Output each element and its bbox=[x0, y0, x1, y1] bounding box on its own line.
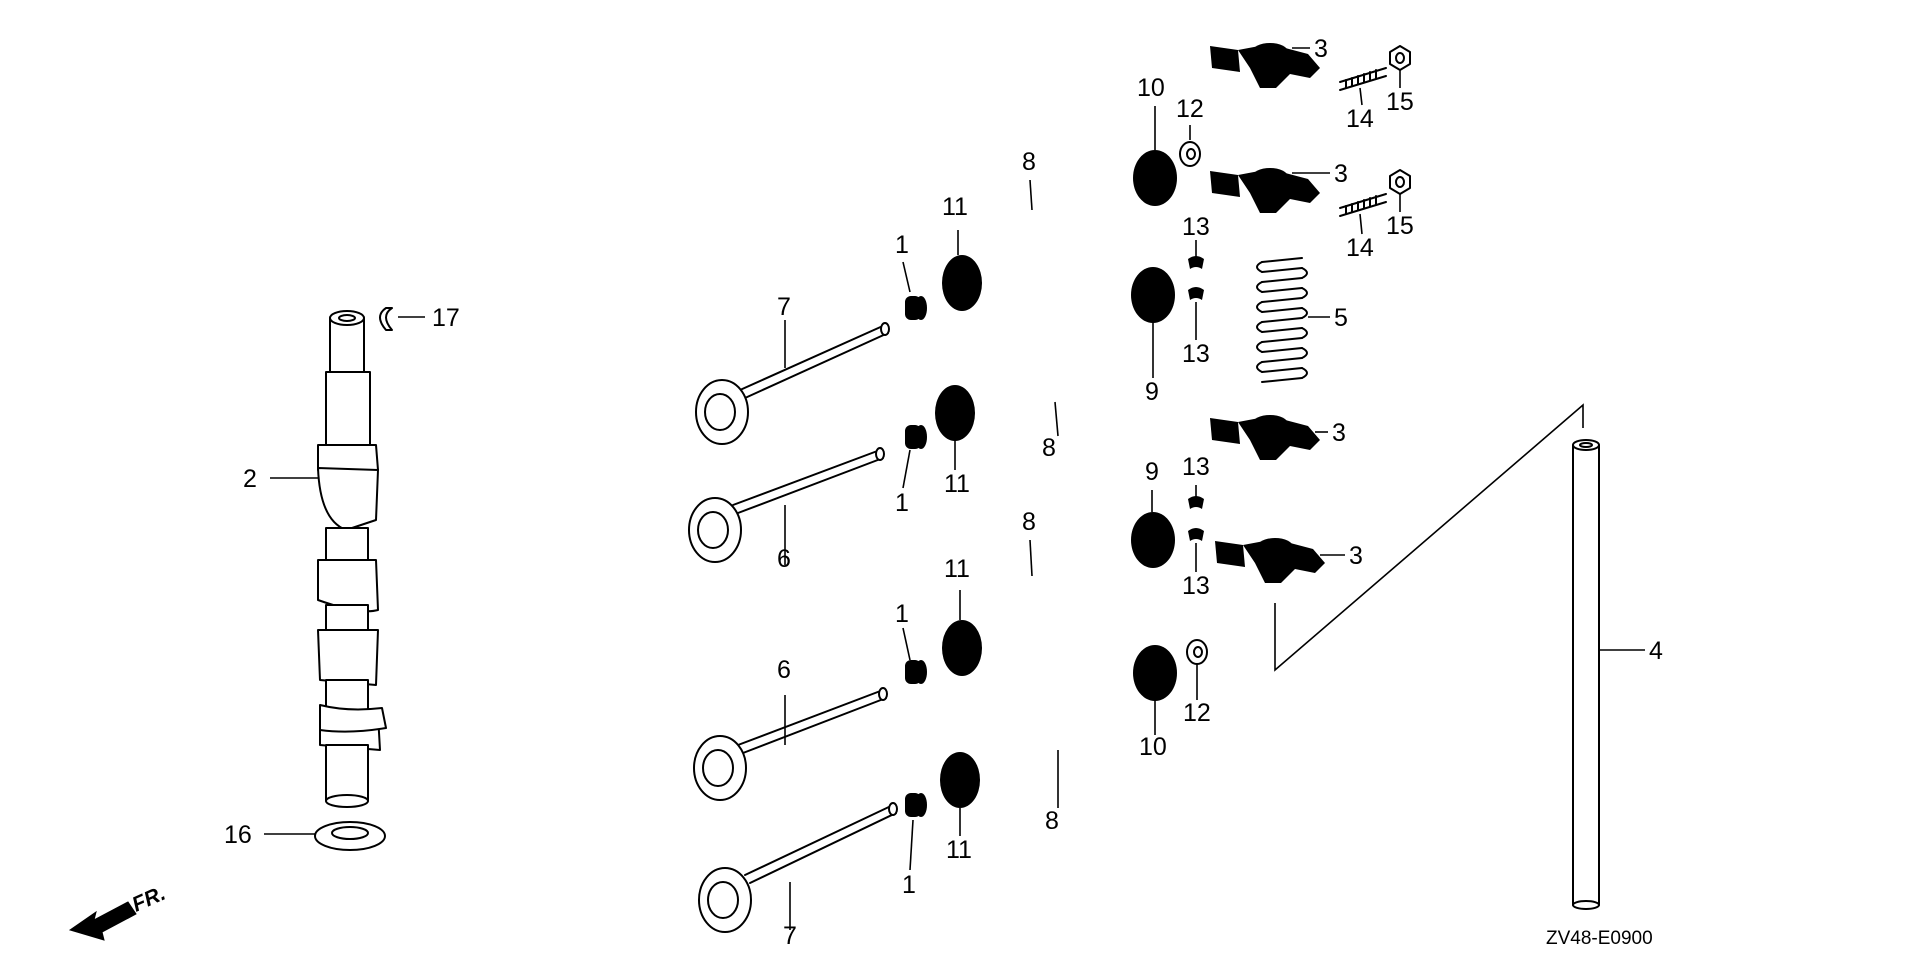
valve-intake-top bbox=[695, 322, 890, 445]
valve-exhaust-upper bbox=[688, 447, 885, 563]
valve-stem-seal-1 bbox=[905, 296, 927, 320]
callout-13: 13 bbox=[1182, 572, 1210, 600]
callout-15: 15 bbox=[1386, 88, 1414, 116]
callout-11: 11 bbox=[942, 193, 968, 221]
return-spring bbox=[1256, 257, 1308, 383]
lock-nut-top bbox=[1389, 45, 1411, 71]
callout-9: 9 bbox=[1145, 378, 1159, 406]
callout-2: 2 bbox=[243, 465, 257, 493]
callout-8: 8 bbox=[1022, 148, 1036, 176]
woodruff-key bbox=[379, 307, 393, 331]
valve-spring-1 bbox=[995, 201, 1147, 283]
valve-exhaust-lower bbox=[693, 687, 888, 801]
thrust-washer bbox=[314, 821, 386, 851]
rocker-arm-1 bbox=[1210, 43, 1320, 88]
spring-seat-washer-4 bbox=[940, 752, 980, 808]
callout-3: 3 bbox=[1332, 419, 1346, 447]
spring-retainer-9-top bbox=[1131, 267, 1175, 323]
callout-8: 8 bbox=[1045, 807, 1059, 835]
callout-13: 13 bbox=[1182, 340, 1210, 368]
valve-spring-4 bbox=[995, 693, 1147, 775]
callout-15: 15 bbox=[1386, 212, 1414, 240]
push-rod bbox=[1572, 439, 1600, 910]
spring-seat-washer-1 bbox=[942, 255, 982, 311]
leader-lines bbox=[264, 47, 1645, 930]
front-arrow-icon bbox=[68, 901, 137, 941]
callout-12: 12 bbox=[1176, 95, 1204, 123]
callout-11: 11 bbox=[944, 555, 970, 583]
rocker-arm-2 bbox=[1210, 168, 1320, 213]
callout-labels: 1 1 1 1 2 3 3 3 3 4 5 6 6 7 7 8 8 8 8 9 … bbox=[224, 35, 1663, 950]
callout-9: 9 bbox=[1145, 458, 1159, 486]
drawing-code: ZV48-E0900 bbox=[1546, 928, 1653, 949]
callout-7: 7 bbox=[783, 922, 797, 950]
callout-6: 6 bbox=[777, 656, 791, 684]
callout-14: 14 bbox=[1346, 234, 1374, 262]
callout-10: 10 bbox=[1139, 733, 1167, 761]
callout-4: 4 bbox=[1649, 637, 1663, 665]
valve-stem-seal-4 bbox=[905, 793, 927, 817]
valve-stem-seal-2 bbox=[905, 425, 927, 449]
callout-13: 13 bbox=[1182, 453, 1210, 481]
valve-stem-seal-3 bbox=[905, 660, 927, 684]
callout-10: 10 bbox=[1137, 74, 1165, 102]
callout-6: 6 bbox=[777, 545, 791, 573]
callout-16: 16 bbox=[224, 821, 252, 849]
assembly-reference-line bbox=[1274, 403, 1584, 672]
adjusting-screw-top bbox=[1339, 67, 1387, 91]
callout-3: 3 bbox=[1334, 160, 1348, 188]
callout-5: 5 bbox=[1334, 304, 1348, 332]
callout-17: 17 bbox=[432, 304, 460, 332]
lock-nut-bottom bbox=[1389, 169, 1411, 195]
callout-1: 1 bbox=[902, 871, 916, 899]
spring-retainer-10-bottom bbox=[1133, 645, 1177, 701]
front-direction-indicator: FR. bbox=[68, 882, 169, 941]
callout-7: 7 bbox=[777, 293, 791, 321]
callout-11: 11 bbox=[946, 836, 972, 864]
callout-1: 1 bbox=[895, 600, 909, 628]
callout-1: 1 bbox=[895, 489, 909, 517]
rocker-arm-4 bbox=[1215, 538, 1325, 583]
adjusting-screw-bottom bbox=[1339, 193, 1387, 217]
spring-retainer-9-bottom bbox=[1131, 512, 1175, 568]
callout-14: 14 bbox=[1346, 105, 1374, 133]
valve-cap-bottom bbox=[1186, 639, 1208, 665]
front-label: FR. bbox=[129, 882, 169, 917]
valve-collet-2 bbox=[1188, 287, 1204, 300]
callout-8: 8 bbox=[1022, 508, 1036, 536]
spring-seat-washer-2 bbox=[935, 385, 975, 441]
callout-13: 13 bbox=[1182, 213, 1210, 241]
rocker-arm-3 bbox=[1210, 415, 1320, 460]
valve-intake-bottom bbox=[698, 802, 898, 933]
valve-cap-top bbox=[1179, 141, 1201, 167]
spring-retainer-10-top bbox=[1133, 150, 1177, 206]
callout-3: 3 bbox=[1349, 542, 1363, 570]
callout-8: 8 bbox=[1042, 434, 1056, 462]
valve-collet-4 bbox=[1188, 528, 1204, 541]
camshaft bbox=[317, 310, 387, 808]
valve-spring-3 bbox=[995, 559, 1147, 641]
callout-12: 12 bbox=[1183, 699, 1211, 727]
callout-1: 1 bbox=[895, 231, 909, 259]
callout-3: 3 bbox=[1314, 35, 1328, 63]
callout-11: 11 bbox=[944, 470, 970, 498]
valve-spring-2 bbox=[995, 328, 1147, 410]
spring-seat-washer-3 bbox=[942, 620, 982, 676]
